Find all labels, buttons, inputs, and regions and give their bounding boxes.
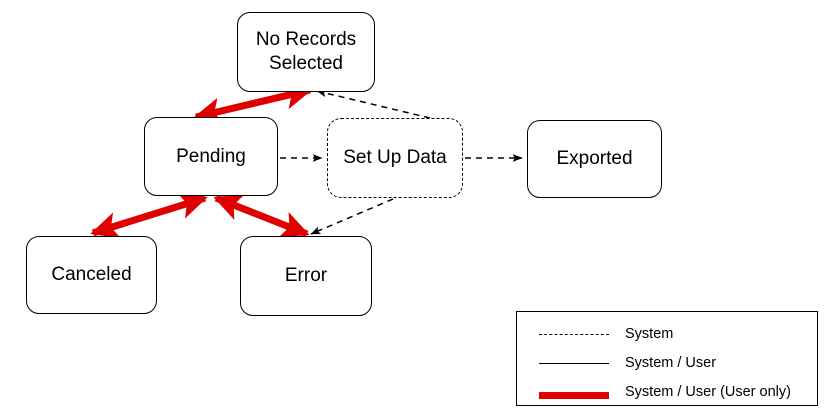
edge-set-up-data-to-error: [310, 198, 394, 235]
node-label: Error: [284, 265, 328, 287]
edge-pending-to-no-records-selected: [193, 82, 313, 125]
edge-pending-to-error: [213, 194, 310, 238]
node-label: Exported: [556, 148, 633, 170]
legend-item-system-user-only: System / User (User only): [539, 381, 791, 403]
node-pending[interactable]: Pending: [144, 117, 278, 196]
legend-label: System: [625, 326, 674, 342]
legend-label: System / User: [625, 355, 717, 371]
node-error[interactable]: Error: [240, 236, 372, 316]
node-label: No Records Selected: [255, 29, 357, 74]
legend: System System / User System / User (User…: [516, 311, 818, 406]
node-canceled[interactable]: Canceled: [26, 236, 157, 314]
node-label: Pending: [176, 145, 246, 167]
legend-label: System / User (User only): [625, 384, 791, 400]
node-exported[interactable]: Exported: [527, 120, 662, 198]
legend-sample-dashed-icon: [539, 328, 609, 340]
edge-pending-to-canceled: [90, 192, 208, 239]
legend-sample-thick-red-icon: [539, 386, 609, 399]
node-set-up-data[interactable]: Set Up Data: [327, 118, 463, 198]
node-label: Set Up Data: [343, 147, 447, 169]
edge-set-up-data-to-no-records-selected: [316, 89, 431, 119]
node-label: Canceled: [51, 264, 132, 286]
legend-item-system: System: [539, 323, 673, 345]
node-no-records-selected[interactable]: No Records Selected: [237, 12, 375, 92]
legend-sample-solid-icon: [539, 357, 609, 369]
legend-item-system-user: System / User: [539, 352, 716, 374]
